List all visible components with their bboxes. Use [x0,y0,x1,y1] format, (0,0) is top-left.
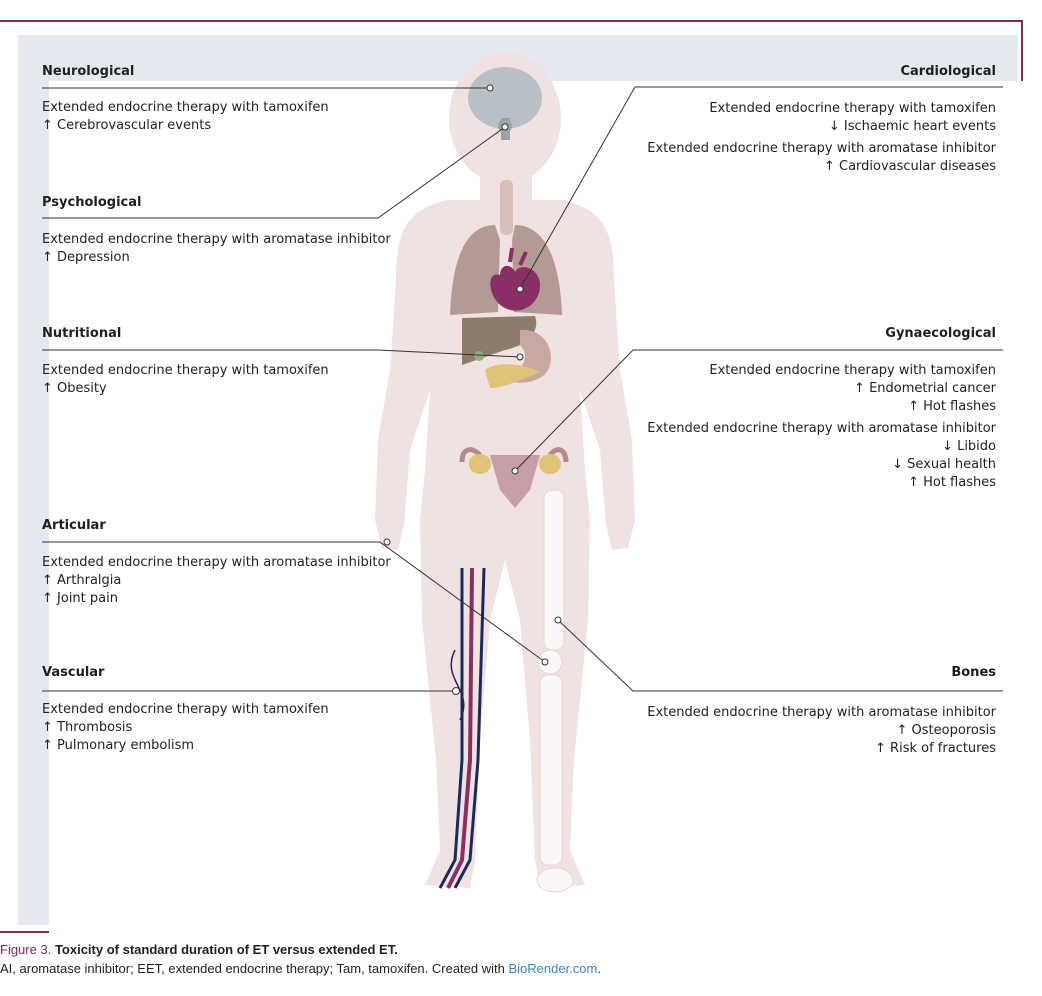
effect-label: ↑ Obesity [42,381,107,396]
effect-label: ↑ Thrombosis [42,720,133,735]
cardiological-title: Cardiological [900,64,996,79]
effect-label: ↑ Joint pain [42,591,118,606]
articular-title: Articular [42,518,106,533]
stomach-icon [505,329,551,383]
caption-end: . [597,961,601,976]
therapy-label: Extended endocrine therapy with aromatas… [647,705,996,720]
therapy-label: Extended endocrine therapy with aromatas… [42,555,391,570]
psychological-title: Psychological [42,195,142,210]
figure-caption: Figure 3. Toxicity of standard duration … [0,940,601,978]
gallbladder-icon [474,351,484,361]
effect-label: ↑ Risk of fractures [875,741,996,756]
effect-label: ↑ Cardiovascular diseases [823,159,996,174]
therapy-label: Extended endocrine therapy with aromatas… [647,141,996,156]
trachea-icon [500,180,513,235]
effect-label: ↓ Sexual health [892,457,996,472]
caption-note: AI, aromatase inhibitor; EET, extended e… [0,961,509,976]
effect-label: ↑ Hot flashes [908,399,996,414]
bones-title: Bones [951,665,996,680]
biorender-link[interactable]: BioRender.com [508,961,598,976]
bones-body: Extended endocrine therapy with aromatas… [647,704,996,758]
therapy-label: Extended endocrine therapy with tamoxife… [42,100,329,115]
neurological-title: Neurological [42,64,135,79]
caption-title-line: Figure 3. Toxicity of standard duration … [0,940,601,959]
therapy-label: Extended endocrine therapy with tamoxife… [42,363,329,378]
uterus-icon [459,447,569,508]
figure-label: Figure 3. [0,942,52,957]
effect-label: ↑ Depression [42,250,130,265]
effect-label: ↓ Libido [942,439,996,454]
effect-label: ↓ Ischaemic heart events [828,119,996,134]
effect-label: ↑ Endometrial cancer [854,381,996,396]
figure-title: Toxicity of standard duration of ET vers… [54,942,398,957]
nutritional-body: Extended endocrine therapy with tamoxife… [42,362,329,398]
connector-lines [42,86,1003,692]
heart-icon [490,247,540,311]
therapy-label: Extended endocrine therapy with tamoxife… [709,363,996,378]
bone-icon [536,489,574,893]
effect-label: ↑ Pulmonary embolism [42,738,195,753]
effect-label: ↑ Osteoporosis [896,723,996,738]
effect-label: ↑ Cerebrovascular events [42,118,212,133]
psychological-body: Extended endocrine therapy with aromatas… [42,231,391,267]
articular-body: Extended endocrine therapy with aromatas… [42,554,391,608]
cardiological-body: Extended endocrine therapy with tamoxife… [647,100,996,176]
therapy-label: Extended endocrine therapy with tamoxife… [42,702,329,717]
gynaecological-title: Gynaecological [885,326,996,341]
effect-label: ↑ Arthralgia [42,573,122,588]
therapy-label: Extended endocrine therapy with aromatas… [42,232,391,247]
therapy-label: Extended endocrine therapy with aromatas… [647,421,996,436]
neurological-body: Extended endocrine therapy with tamoxife… [42,99,329,135]
effect-label: ↑ Hot flashes [908,475,996,490]
pancreas-icon [485,364,540,388]
vascular-title: Vascular [42,665,105,680]
blood-vessels-icon [438,567,486,889]
vascular-body: Extended endocrine therapy with tamoxife… [42,701,329,755]
gynaecological-body: Extended endocrine therapy with tamoxife… [647,362,996,492]
therapy-label: Extended endocrine therapy with tamoxife… [709,101,996,116]
connector-dots [383,84,562,695]
nutritional-title: Nutritional [42,326,122,341]
caption-note-line: AI, aromatase inhibitor; EET, extended e… [0,959,601,978]
